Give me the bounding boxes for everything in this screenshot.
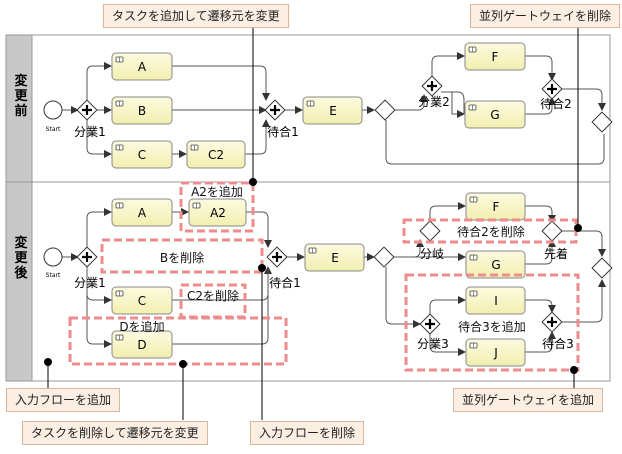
task-g: G bbox=[464, 100, 526, 129]
task-e: E bbox=[302, 96, 363, 125]
task-f: F bbox=[464, 42, 526, 71]
svg-text:Bを削除: Bを削除 bbox=[160, 250, 204, 265]
task-j: J bbox=[465, 338, 526, 367]
task-c: C bbox=[111, 286, 173, 315]
task-a: A bbox=[111, 52, 173, 81]
svg-text:G: G bbox=[491, 258, 500, 272]
svg-text:J: J bbox=[493, 346, 498, 360]
svg-text:C2: C2 bbox=[208, 148, 224, 162]
svg-text:E: E bbox=[331, 251, 339, 265]
task-f: F bbox=[465, 192, 526, 221]
callout-delete-input-flow: 入力フローを削除 bbox=[250, 421, 365, 445]
svg-text:Start: Start bbox=[46, 126, 61, 133]
svg-text:Dを追加: Dを追加 bbox=[119, 319, 164, 334]
gateway-label: 分業1 bbox=[74, 276, 106, 290]
svg-text:F: F bbox=[493, 200, 500, 214]
task-g: G bbox=[465, 250, 526, 279]
svg-text:I: I bbox=[494, 294, 498, 308]
svg-text:C: C bbox=[138, 294, 146, 308]
svg-text:A2: A2 bbox=[210, 206, 226, 220]
svg-text:C: C bbox=[138, 148, 146, 162]
gateway-label: 分岐 bbox=[420, 247, 444, 261]
change-highlights bbox=[68, 181, 580, 372]
after-flows bbox=[62, 202, 606, 356]
task-c2: C2 bbox=[186, 140, 246, 169]
svg-text:F: F bbox=[492, 50, 499, 64]
callout-add-parallel-gateway: 並列ゲートウェイを追加 bbox=[453, 388, 604, 412]
task-a: A bbox=[111, 198, 173, 227]
task-d: D bbox=[111, 330, 173, 359]
callout-add-task-change-source: タスクを追加して遷移元を変更 bbox=[103, 4, 289, 28]
gateway-label: 待合3 bbox=[542, 336, 574, 351]
before-nodes: Start 分業1 A B C C2 待合1 E bbox=[43, 42, 613, 169]
svg-text:D: D bbox=[137, 338, 146, 352]
start-event bbox=[43, 100, 63, 120]
gateway-label: 分業1 bbox=[74, 125, 106, 139]
gateway-label: 待合2 bbox=[540, 96, 572, 111]
svg-text:A2を追加: A2を追加 bbox=[191, 184, 243, 199]
svg-text:待合3を追加: 待合3を追加 bbox=[458, 319, 526, 334]
task-b: B bbox=[111, 96, 173, 125]
gateway-label: 待合1 bbox=[267, 124, 299, 139]
svg-text:待合2を削除: 待合2を削除 bbox=[457, 224, 525, 239]
after-nodes: Start 分業1 A A2 C D 待合1 E bbox=[43, 192, 613, 367]
svg-text:G: G bbox=[490, 108, 499, 122]
task-e: E bbox=[304, 243, 365, 272]
highlight-add-d bbox=[68, 316, 288, 366]
gateway-label: 分業3 bbox=[417, 337, 449, 351]
highlight-delete-b bbox=[100, 238, 264, 274]
highlight-add-a2 bbox=[179, 181, 255, 233]
lane-label-after: 変更後 bbox=[12, 235, 28, 281]
highlight-add-join3 bbox=[404, 273, 580, 372]
svg-text:B: B bbox=[138, 104, 146, 118]
svg-text:C2を削除: C2を削除 bbox=[187, 288, 239, 303]
callout-delete-task-change-source: タスクを削除して遷移元を変更 bbox=[22, 421, 208, 445]
svg-text:A: A bbox=[138, 60, 147, 74]
callout-add-input-flow: 入力フローを追加 bbox=[6, 388, 121, 412]
callout-delete-parallel-gateway: 並列ゲートウェイを削除 bbox=[470, 4, 621, 28]
svg-text:A: A bbox=[138, 206, 147, 220]
callout-leaders bbox=[44, 24, 582, 420]
gateway-label: 待合1 bbox=[269, 275, 301, 290]
task-i: I bbox=[465, 286, 526, 315]
change-notes: A2を追加 Bを削除 C2を削除 Dを追加 待合2を削除 待合3を追加 bbox=[119, 184, 525, 334]
task-a2: A2 bbox=[188, 198, 247, 227]
gateway-label: 分業2 bbox=[418, 95, 450, 109]
svg-text:Start: Start bbox=[46, 272, 61, 279]
task-c: C bbox=[111, 140, 173, 169]
gateway-label: 先着 bbox=[544, 246, 568, 261]
lane-label-before: 変更前 bbox=[12, 73, 28, 119]
start-event bbox=[43, 247, 63, 267]
svg-text:E: E bbox=[329, 104, 337, 118]
highlight-delete-c2 bbox=[179, 283, 247, 319]
before-flows bbox=[62, 52, 606, 165]
